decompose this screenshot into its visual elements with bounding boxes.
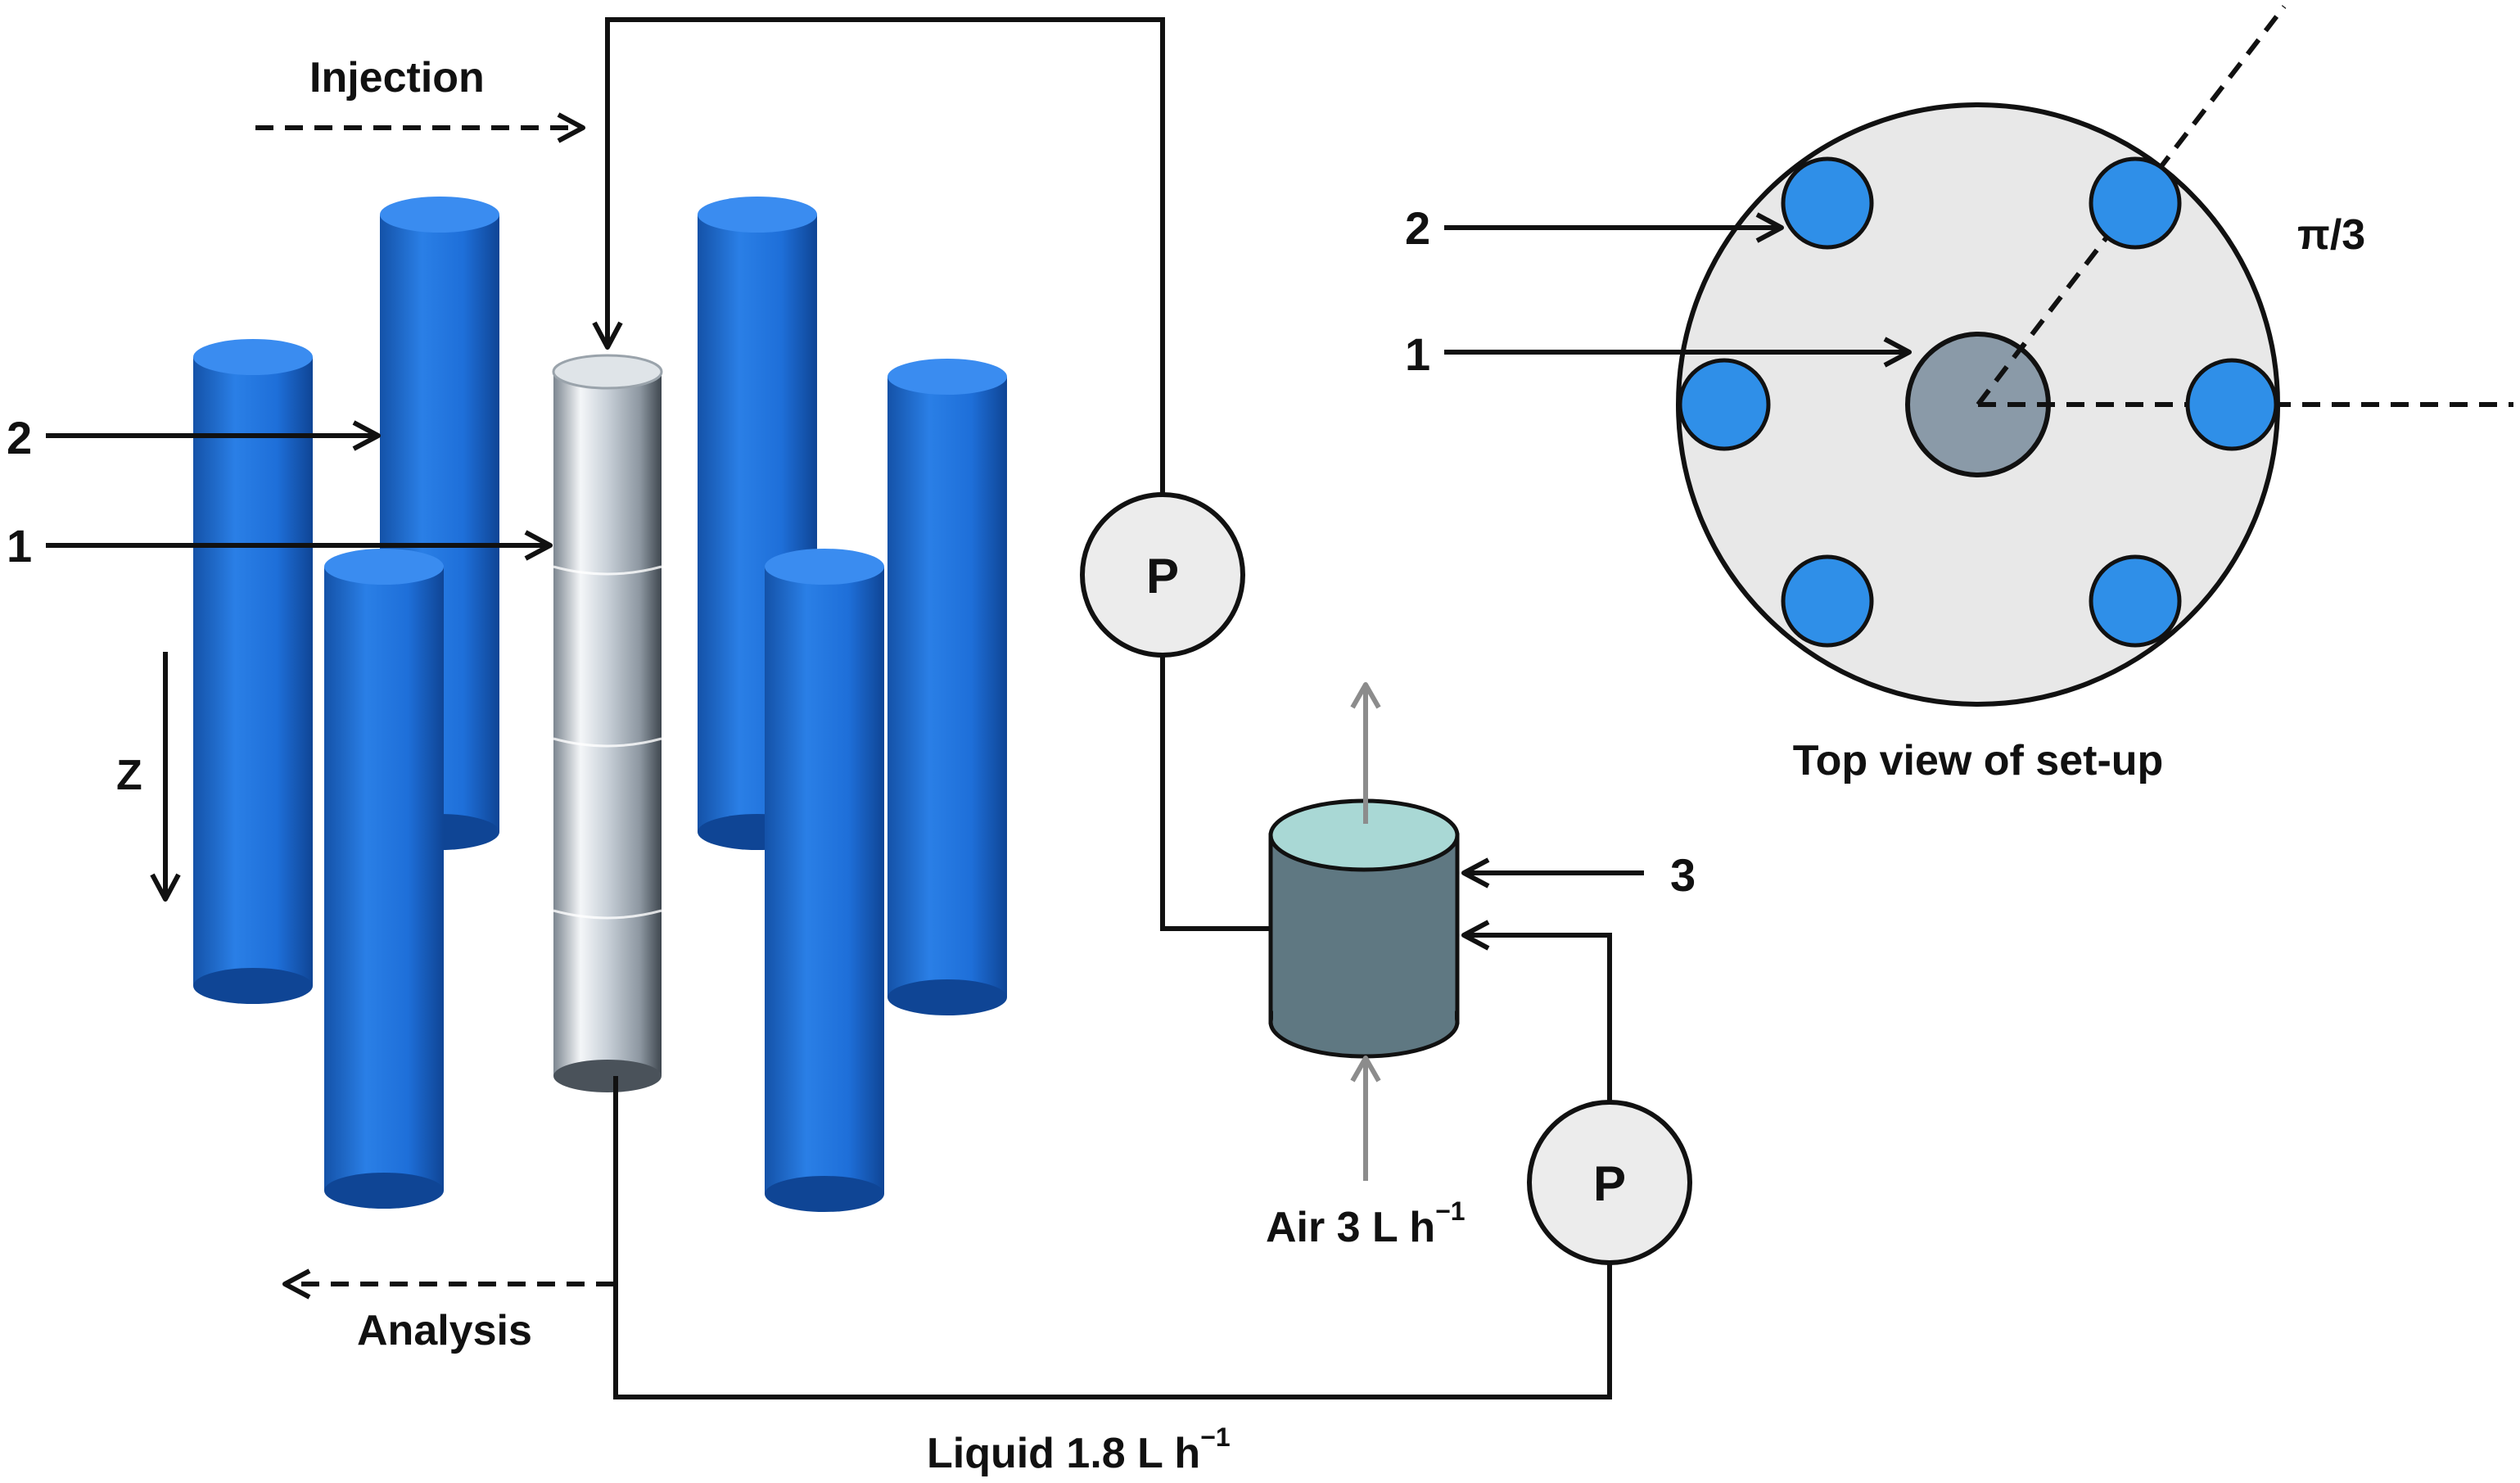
flow-loop: [592, 17, 1612, 1399]
angle-label: π/3: [2297, 211, 2365, 259]
pump-lower-label: P: [1593, 1156, 1626, 1211]
tank-to-pump-line: [1160, 655, 1271, 931]
tank-label-3: 3: [1670, 849, 1696, 901]
aeration-tank: [1268, 798, 1460, 1059]
pump-lower: P: [1527, 1100, 1692, 1265]
pump-upper-label: P: [1146, 549, 1179, 604]
analysis-label: Analysis: [357, 1307, 532, 1354]
pump-upper: P: [1080, 492, 1245, 658]
blue-rod-right: [887, 359, 1007, 1015]
top-view-rod-bottom-left: [1781, 554, 1874, 648]
rod-assembly: [193, 197, 1007, 1212]
blue-rod-front-left: [324, 549, 444, 1209]
top-view: [1676, 5, 2513, 707]
blue-rod-back-left: [193, 339, 313, 1004]
blue-rod-front-right: [765, 549, 884, 1212]
top-view-rod-top-left: [1781, 156, 1874, 250]
liquid-flow-label: Liquid 1.8 L h−1: [927, 1422, 1231, 1477]
left-label-2: 2: [7, 412, 32, 463]
liquid-flow-text: Liquid 1.8 L h: [927, 1430, 1200, 1477]
air-flow-text: Air 3 L h: [1266, 1204, 1435, 1251]
injection-label: Injection: [309, 54, 485, 102]
feed-line: [592, 17, 1165, 495]
top-view-label-1: 1: [1405, 328, 1430, 380]
air-flow-exponent: −1: [1435, 1196, 1465, 1226]
top-view-caption: Top view of set-up: [1793, 737, 2164, 784]
liquid-flow-exponent: −1: [1200, 1422, 1230, 1452]
air-flow-label: Air 3 L h−1: [1266, 1196, 1465, 1251]
top-view-rod-left: [1678, 358, 1771, 451]
liquid-return-line: [613, 1076, 1612, 1399]
top-view-rod-bottom-right: [2089, 554, 2182, 648]
top-view-label-2: 2: [1405, 202, 1430, 254]
top-view-rod-top-right: [2089, 156, 2182, 250]
top-view-rod-right: [2185, 358, 2278, 451]
left-label-1: 1: [7, 520, 32, 572]
z-axis-label: Z: [116, 752, 142, 799]
pump-to-tank-line: [1461, 920, 1612, 1102]
working-electrode: [552, 354, 663, 1092]
